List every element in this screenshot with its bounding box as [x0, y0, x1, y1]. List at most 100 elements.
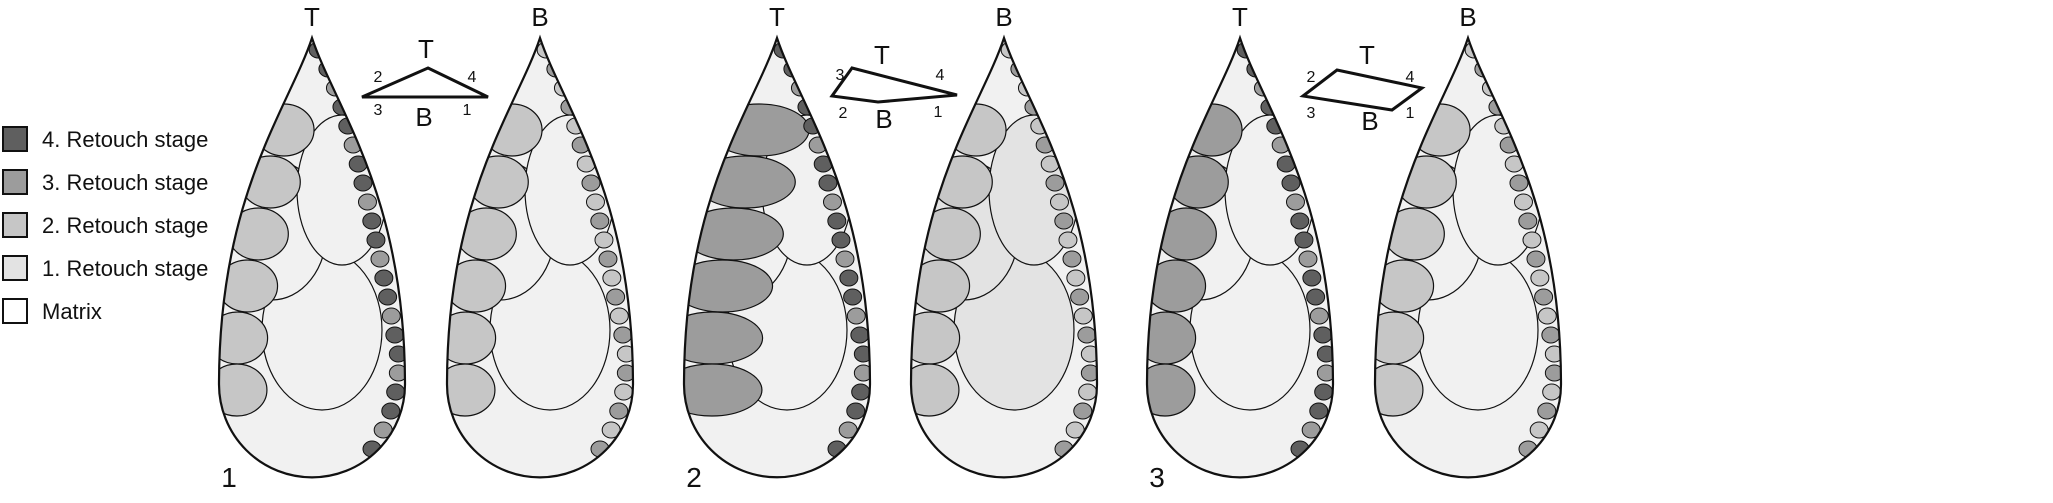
section-label-bottom: B	[875, 104, 892, 134]
legend-item-stage-3: 3. Retouch stage	[0, 169, 270, 199]
scar-right-edge	[1066, 269, 1086, 287]
scar-right-edge	[846, 307, 866, 325]
scar-right-edge	[606, 288, 626, 306]
scar-right-edge	[590, 212, 610, 230]
section-corner-number: 4	[1406, 69, 1415, 86]
scar-left-edge	[447, 259, 507, 313]
scar-left-edge	[684, 311, 764, 365]
scar-left-edge	[919, 207, 981, 261]
scar-left-edge	[708, 103, 810, 157]
scar-right-edge	[1544, 364, 1561, 382]
scar-right-edge	[609, 402, 629, 420]
section-corner-number: 3	[1307, 105, 1316, 122]
scar-right-edge	[822, 193, 842, 211]
section-corner-number: 1	[1406, 105, 1415, 122]
scar-right-edge	[1080, 364, 1097, 382]
scar-right-edge	[1513, 193, 1533, 211]
scar-left-edge	[911, 363, 960, 417]
legend-item-stage-2: 2. Retouch stage	[0, 212, 270, 242]
scar-right-edge	[1045, 174, 1065, 192]
legend-item-stage-1: 1. Retouch stage	[0, 255, 270, 285]
leaf-outline	[217, 34, 407, 479]
scar-right-edge	[1518, 212, 1538, 230]
scar-right-edge	[1313, 326, 1333, 344]
scar-left-edge	[455, 207, 517, 261]
leaf-outline	[1373, 34, 1563, 479]
leaf-outline	[909, 34, 1099, 479]
scar-left-edge	[219, 311, 269, 365]
face-label-top: T	[769, 2, 785, 32]
scar-right-edge	[1077, 326, 1097, 344]
scar-left-edge	[931, 155, 993, 209]
scar-left-edge	[239, 155, 301, 209]
section-corner-number: 1	[463, 102, 472, 119]
section-corner-number: 3	[836, 67, 845, 84]
scar-left-edge	[447, 363, 496, 417]
scar-right-edge	[818, 174, 838, 192]
scar-right-edge	[366, 231, 386, 249]
legend-swatch-matrix	[2, 298, 28, 324]
face-label-top: T	[1232, 2, 1248, 32]
section-corner-number: 1	[934, 104, 943, 121]
scar-right-edge	[378, 288, 398, 306]
scar-left-edge	[1383, 207, 1445, 261]
legend-swatch-stage-1	[2, 255, 28, 281]
scar-right-edge	[1290, 212, 1310, 230]
scar-right-edge	[386, 383, 405, 401]
artifact-number: 1	[221, 462, 237, 493]
scar-right-edge	[1302, 269, 1322, 287]
scar-right-edge	[1078, 383, 1097, 401]
section-corner-number: 3	[374, 102, 383, 119]
scar-right-edge	[839, 269, 859, 287]
scar-right-edge	[609, 307, 629, 325]
legend-swatch-stage-2	[2, 212, 28, 238]
scar-right-edge	[831, 231, 851, 249]
scar-right-edge	[1073, 402, 1093, 420]
leaf-outline	[682, 34, 872, 479]
cross-section-outline	[361, 66, 489, 99]
section-label-top: T	[1359, 40, 1375, 70]
scar-right-edge	[613, 326, 633, 344]
artifact-number: 2	[686, 462, 702, 493]
scar-right-edge	[1316, 345, 1333, 363]
scar-right-edge	[357, 193, 377, 211]
scar-right-edge	[594, 231, 614, 249]
leaf-outline	[445, 34, 635, 479]
scar-right-edge	[1309, 402, 1329, 420]
scar-left-edge	[447, 311, 497, 365]
scar-left-edge	[1375, 259, 1435, 313]
scar-right-edge	[1073, 307, 1093, 325]
scar-right-edge	[1049, 193, 1069, 211]
face-label-top: T	[304, 2, 320, 32]
face-label-bottom: B	[1459, 2, 1476, 32]
scar-left-edge	[219, 363, 268, 417]
scar-left-edge	[1155, 207, 1217, 261]
scar-right-edge	[353, 174, 373, 192]
scar-right-edge	[827, 212, 847, 230]
scar-right-edge	[1541, 326, 1561, 344]
scar-left-edge	[467, 155, 529, 209]
scar-right-edge	[374, 269, 394, 287]
leaf-outline	[1145, 34, 1335, 479]
legend-label-stage-3: 3. Retouch stage	[42, 170, 209, 195]
scar-right-edge	[1537, 402, 1557, 420]
scar-left-edge	[684, 363, 763, 417]
scar-right-edge	[850, 326, 870, 344]
scar-right-edge	[1281, 174, 1301, 192]
scar-right-edge	[1062, 250, 1082, 268]
scar-left-edge	[684, 207, 784, 261]
scar-right-edge	[1070, 288, 1090, 306]
scar-right-edge	[1534, 288, 1554, 306]
scar-right-edge	[614, 383, 633, 401]
scar-right-edge	[385, 326, 405, 344]
scar-left-edge	[1147, 259, 1207, 313]
section-corner-number: 2	[839, 105, 848, 122]
scar-right-edge	[1530, 269, 1550, 287]
scar-left-edge	[1147, 311, 1197, 365]
section-corner-number: 2	[374, 69, 383, 86]
scar-right-edge	[1316, 364, 1333, 382]
